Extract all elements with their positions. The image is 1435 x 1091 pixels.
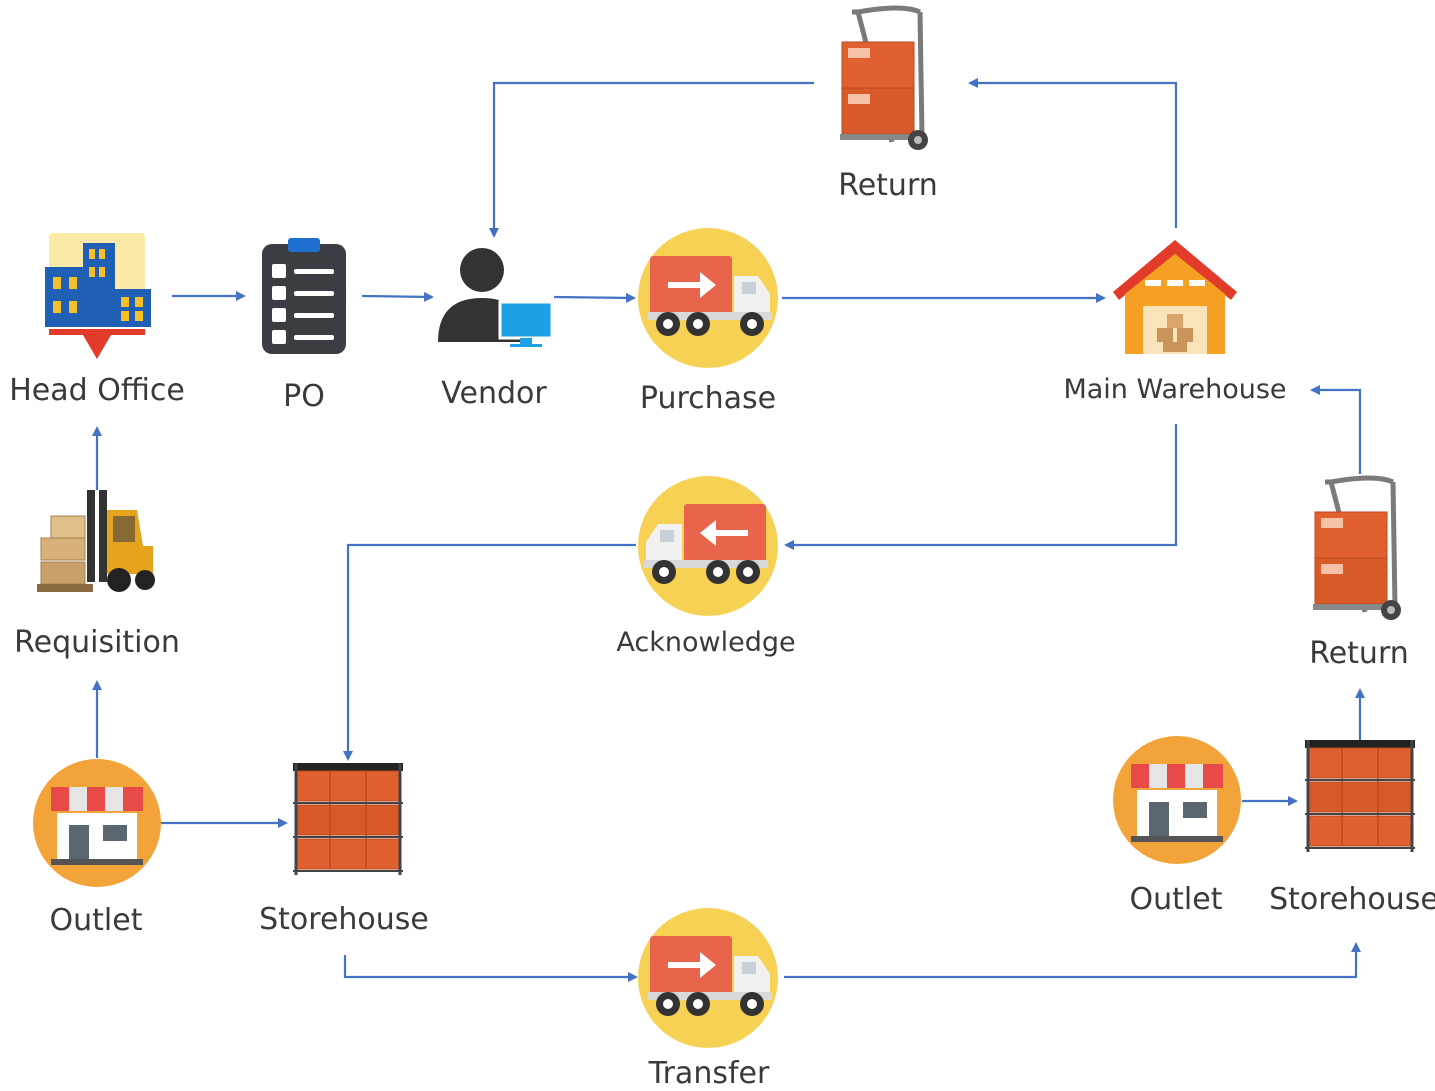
delivery-truck-icon [638, 228, 778, 368]
arrow-mainwarehouse-return [968, 78, 1178, 228]
arrow-acknowledge-storehouse [343, 543, 636, 761]
arrow-storehouse-transfer [343, 955, 638, 982]
storehouse-right-label: Storehouse [1269, 882, 1435, 917]
arrow-transfer-storehouse-right [784, 942, 1361, 979]
forklift-icon [37, 490, 155, 592]
hand-truck-boxes-icon [840, 8, 928, 150]
storehouse-left-label: Storehouse [259, 902, 429, 937]
connectors [92, 78, 1365, 982]
hand-truck-boxes-icon [1313, 478, 1401, 620]
storage-rack-icon [291, 761, 405, 877]
transfer-label: Transfer [648, 1056, 770, 1091]
acknowledge-label: Acknowledge [616, 627, 796, 658]
delivery-truck-icon [638, 476, 778, 616]
arrow-vendor-purchase [553, 292, 636, 303]
head-office-label: Head Office [9, 373, 185, 408]
store-icon [33, 759, 161, 887]
storage-rack-icon [1303, 738, 1417, 854]
arrow-return-mainwarehouse [1310, 385, 1362, 474]
return-top-label: Return [838, 168, 938, 203]
requisition-label: Requisition [14, 625, 180, 660]
office-building-icon [45, 233, 151, 359]
outlet-left-label: Outlet [49, 903, 143, 938]
arrow-return-vendor [489, 81, 814, 238]
main-warehouse-label: Main Warehouse [1063, 374, 1287, 405]
po-label: PO [283, 379, 325, 414]
arrow-po-vendor [361, 291, 434, 302]
clipboard-checklist-icon [262, 238, 346, 354]
warehouse-icon [1113, 240, 1237, 354]
delivery-truck-icon [638, 908, 778, 1048]
purchase-label: Purchase [639, 381, 777, 416]
arrow-mainwarehouse-acknowledge [784, 424, 1178, 550]
store-icon [1113, 736, 1241, 864]
return-right-label: Return [1309, 636, 1409, 671]
outlet-right-label: Outlet [1129, 882, 1223, 917]
vendor-label: Vendor [441, 376, 547, 411]
user-computer-icon [438, 248, 554, 347]
